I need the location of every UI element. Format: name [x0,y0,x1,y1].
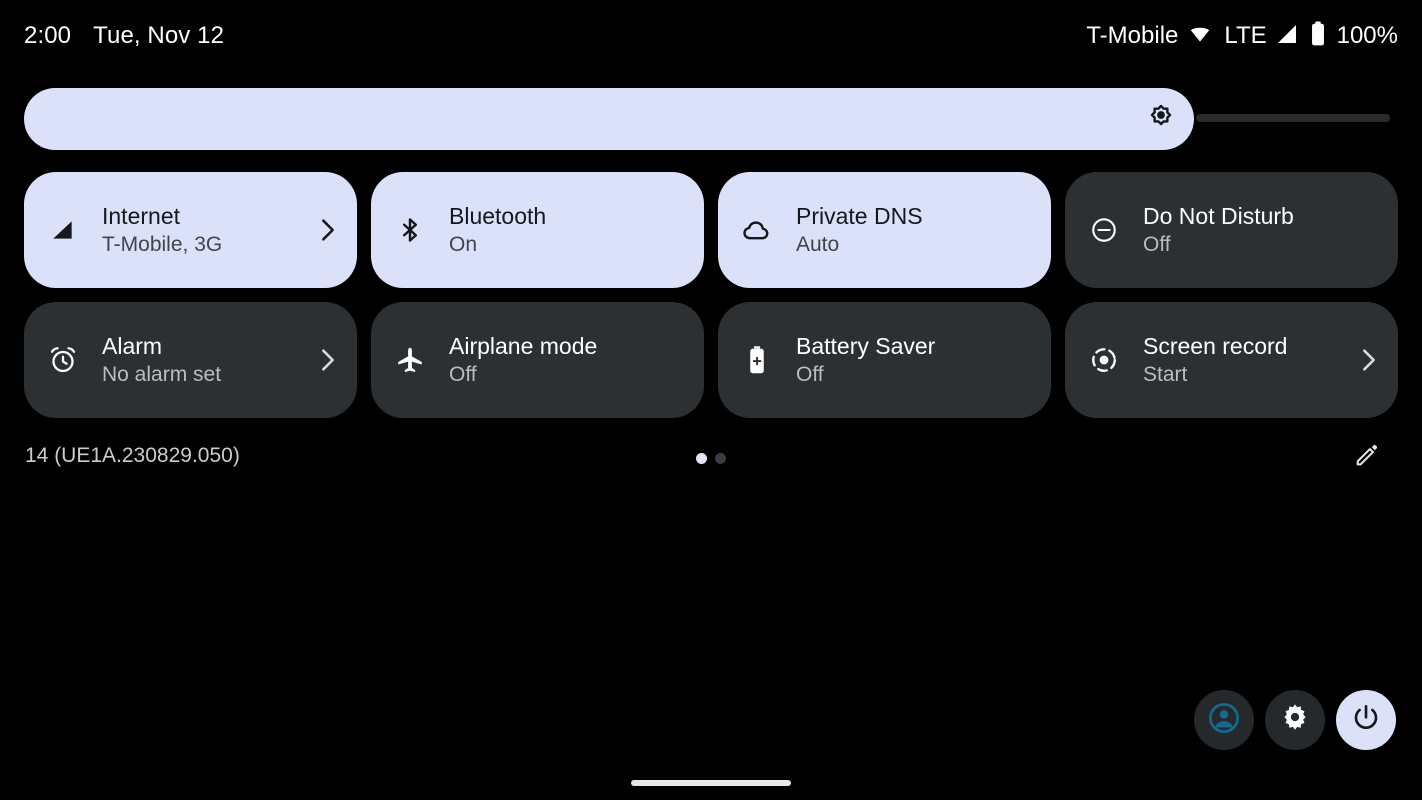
page-dot-1[interactable] [696,452,707,464]
brightness-sun-icon [1146,104,1176,134]
tile-screen-record[interactable]: Screen record Start [1065,302,1398,418]
do-not-disturb-icon [1087,213,1121,247]
airplane-icon [393,343,427,377]
status-bar-left: 2:00 Tue, Nov 12 [24,22,224,50]
tile-alarm-text: Alarm No alarm set [102,333,309,387]
battery-percent-label: 100% [1336,22,1398,49]
edit-tiles-button[interactable] [1350,440,1384,474]
battery-saver-icon [740,343,774,377]
tile-airplane-mode[interactable]: Airplane mode Off [371,302,704,418]
chevron-right-icon[interactable] [317,345,339,375]
tile-airplane-mode-label: Airplane mode [449,333,598,359]
signal-bars-icon [1276,22,1300,51]
brightness-track [1196,114,1390,122]
quick-settings-tile-grid: Internet T-Mobile, 3G Bluetooth On [24,172,1398,418]
status-date: Tue, Nov 12 [93,22,225,49]
user-avatar-icon [1207,701,1241,740]
status-clock: 2:00 [24,22,72,49]
settings-button[interactable] [1265,690,1325,750]
tile-private-dns-sub: Auto [796,233,840,256]
tile-alarm[interactable]: Alarm No alarm set [24,302,357,418]
tile-battery-saver-text: Battery Saver Off [796,333,1003,387]
tile-internet-label: Internet [102,203,180,229]
status-carrier-label: T-Mobile [1086,22,1179,49]
build-version-label: 14 (UE1A.230829.050) [25,444,240,467]
brightness-slider[interactable] [24,88,1398,150]
tile-battery-saver-label: Battery Saver [796,333,936,359]
user-switcher-button[interactable] [1194,690,1254,750]
tile-do-not-disturb-label: Do Not Disturb [1143,203,1294,229]
tile-screen-record-label: Screen record [1143,333,1288,359]
tile-do-not-disturb[interactable]: Do Not Disturb Off [1065,172,1398,288]
tile-private-dns[interactable]: Private DNS Auto [718,172,1051,288]
brightness-fill[interactable] [24,88,1194,150]
page-dot-2[interactable] [715,452,726,464]
tile-battery-saver[interactable]: Battery Saver Off [718,302,1051,418]
signal-bars-icon [46,213,80,247]
pencil-edit-icon [1353,441,1381,474]
tile-private-dns-text: Private DNS Auto [796,203,1003,257]
tile-battery-saver-sub: Off [796,363,824,386]
screen-record-icon [1087,343,1121,377]
chevron-right-icon[interactable] [317,215,339,245]
tile-alarm-sub: No alarm set [102,363,222,386]
wifi-icon [1187,21,1213,52]
gear-icon [1279,702,1311,739]
footer-action-buttons [1194,690,1396,750]
bluetooth-icon [393,213,427,247]
tile-alarm-label: Alarm [102,333,163,359]
tile-bluetooth-label: Bluetooth [449,203,547,229]
cloud-icon [740,213,774,247]
tile-do-not-disturb-sub: Off [1143,233,1171,256]
alarm-clock-icon [46,343,80,377]
tile-screen-record-sub: Start [1143,363,1188,386]
tile-internet-sub: T-Mobile, 3G [102,233,223,256]
quick-settings-footer: 14 (UE1A.230829.050) [0,438,1422,478]
power-icon [1351,703,1381,738]
status-bar-right: T-Mobile LTE 100% [1086,21,1398,52]
chevron-right-icon[interactable] [1358,345,1380,375]
network-type-label: LTE [1224,22,1267,49]
battery-full-icon [1309,21,1327,52]
tile-internet[interactable]: Internet T-Mobile, 3G [24,172,357,288]
tile-airplane-mode-sub: Off [449,363,477,386]
tile-internet-text: Internet T-Mobile, 3G [102,203,309,257]
navigation-handle[interactable] [631,780,791,786]
tile-do-not-disturb-text: Do Not Disturb Off [1143,203,1350,257]
power-button[interactable] [1336,690,1396,750]
tile-screen-record-text: Screen record Start [1143,333,1350,387]
tile-bluetooth-text: Bluetooth On [449,203,656,257]
tile-private-dns-label: Private DNS [796,203,923,229]
tile-bluetooth[interactable]: Bluetooth On [371,172,704,288]
tile-bluetooth-sub: On [449,233,478,256]
tile-airplane-mode-text: Airplane mode Off [449,333,656,387]
status-bar: 2:00 Tue, Nov 12 T-Mobile LTE 100% [0,0,1422,72]
page-indicator [0,438,1422,478]
